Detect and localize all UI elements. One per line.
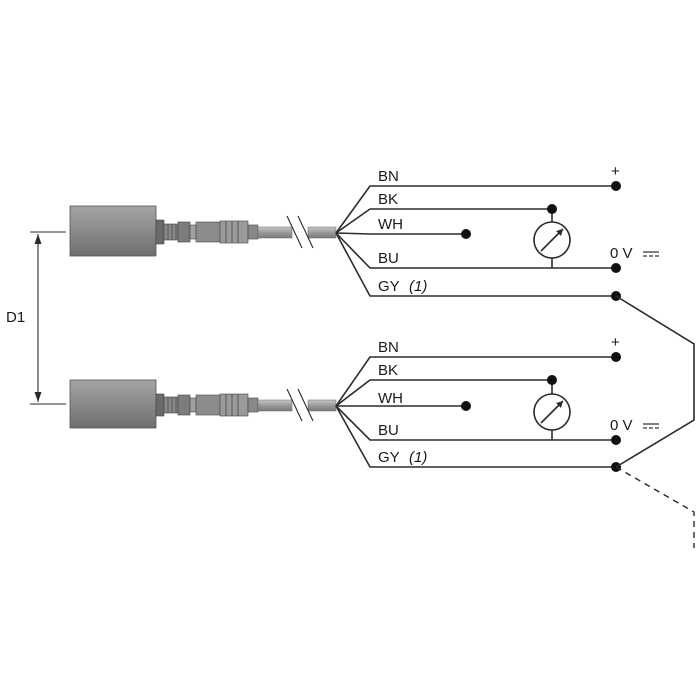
sensor-2-meter <box>533 380 571 440</box>
label-bn: BN <box>378 339 399 356</box>
wire-bk <box>335 208 553 234</box>
label-gy-note: (1) <box>409 449 427 466</box>
sensor-1-wires <box>335 185 616 297</box>
sensor-2-cable <box>257 388 337 422</box>
terminal-bk <box>547 204 557 214</box>
terminal-plus <box>611 181 621 191</box>
label-gy: GY <box>378 449 400 466</box>
label-wh: WH <box>378 216 403 233</box>
dc-symbol-icon <box>643 423 659 429</box>
label-bu: BU <box>378 250 399 267</box>
dimension-arrow-up <box>34 234 42 244</box>
label-bn: BN <box>378 168 399 185</box>
sensor-1-connector <box>177 220 259 244</box>
sensor-2-body <box>69 379 179 429</box>
wire-bn <box>335 185 616 234</box>
sync-link-continuation <box>615 466 695 548</box>
dimension-label: D1 <box>6 309 25 326</box>
sensor-1-cable <box>257 215 337 249</box>
wire-bu <box>335 232 616 269</box>
sensor-1-meter <box>533 221 571 268</box>
label-bk: BK <box>378 191 398 208</box>
label-wh: WH <box>378 390 403 407</box>
sensor-2-connector <box>177 393 259 417</box>
label-gy: GY <box>378 278 400 295</box>
label-bk: BK <box>378 362 398 379</box>
terminal-bk <box>547 375 557 385</box>
dimension-d1: D1 <box>6 231 66 405</box>
wire-wh <box>335 232 466 235</box>
label-zero-volt: 0 V <box>610 245 633 262</box>
terminal-zero <box>611 435 621 445</box>
label-gy-note: (1) <box>409 278 427 295</box>
dc-symbol-icon <box>643 251 659 257</box>
wire-gy <box>335 405 616 468</box>
terminal-wh <box>461 229 471 239</box>
wire-bk <box>335 379 552 407</box>
sensor-1: BN BK WH BU GY (1) + 0 V <box>69 163 659 301</box>
wire-bn <box>335 356 616 407</box>
sensor-2: BN BK WH BU GY (1) + 0 V <box>69 334 659 472</box>
dimension-arrow-down <box>34 392 42 402</box>
label-bu: BU <box>378 422 399 439</box>
label-zero-volt: 0 V <box>610 417 633 434</box>
sensor-2-wires <box>335 356 616 468</box>
wire-gy <box>335 232 616 297</box>
terminal-zero <box>611 263 621 273</box>
sync-link-wire <box>615 295 695 468</box>
terminal-wh <box>461 401 471 411</box>
wire-bu <box>335 405 616 441</box>
label-plus: + <box>611 334 620 351</box>
sync-link <box>615 295 695 548</box>
sensor-1-body <box>69 205 179 257</box>
terminal-plus <box>611 352 621 362</box>
label-plus: + <box>611 163 620 180</box>
